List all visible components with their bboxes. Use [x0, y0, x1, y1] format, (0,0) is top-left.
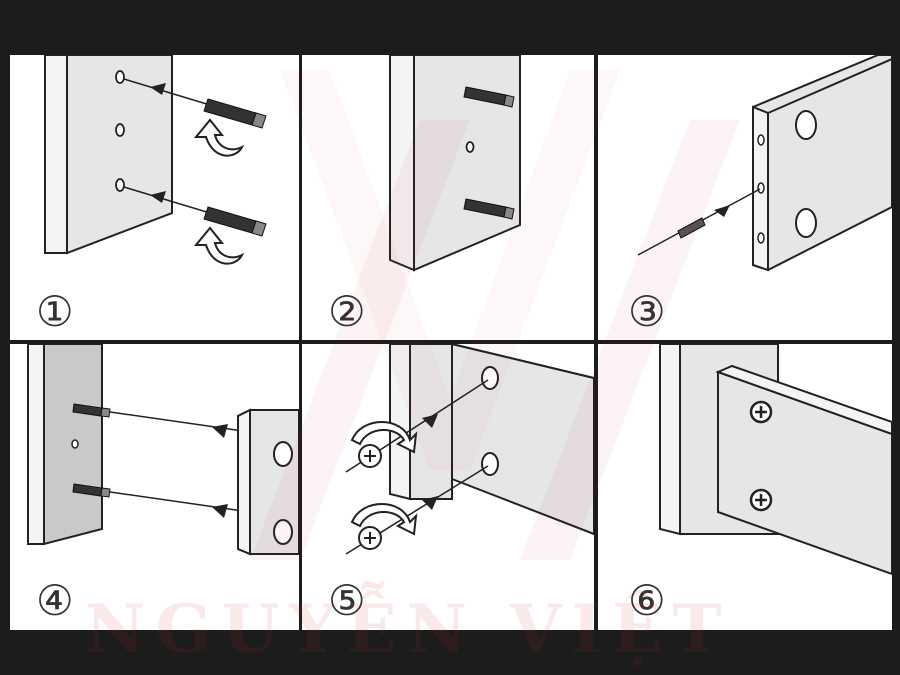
step-5-panel: ⑤ — [302, 344, 594, 630]
dowel-bottom — [203, 206, 267, 237]
step-5-illustration — [345, 344, 594, 555]
step-2-illustration — [389, 55, 521, 272]
screw-head-top — [749, 400, 773, 424]
step-5-number: ⑤ — [328, 576, 366, 625]
step-3-number: ③ — [628, 287, 666, 336]
step-4-illustration — [27, 344, 299, 556]
step-1-panel: ① — [10, 55, 299, 340]
seated-dowel-bottom — [463, 198, 515, 220]
connector-bolt — [677, 217, 706, 239]
step-6-illustration — [659, 344, 892, 576]
cam-lock-top — [350, 421, 418, 468]
step-2-number: ② — [328, 287, 366, 336]
screw-head-bottom — [749, 488, 773, 512]
seated-dowel-top — [463, 86, 515, 108]
dowel-upper — [72, 403, 111, 418]
step-1-illustration — [44, 55, 267, 265]
step-1-number: ① — [36, 287, 74, 336]
step-3-panel: ③ — [598, 55, 892, 340]
step-6-number: ⑥ — [628, 576, 666, 625]
step-4-number: ④ — [36, 576, 74, 625]
step-4-panel: ④ — [10, 344, 299, 630]
step-6-panel: ⑥ — [598, 344, 892, 630]
cam-lock-bottom — [350, 503, 418, 550]
dowel-lower — [72, 483, 111, 498]
step-2-panel: ② — [302, 55, 594, 340]
dowel-top — [203, 98, 267, 129]
step-3-illustration — [637, 55, 892, 272]
